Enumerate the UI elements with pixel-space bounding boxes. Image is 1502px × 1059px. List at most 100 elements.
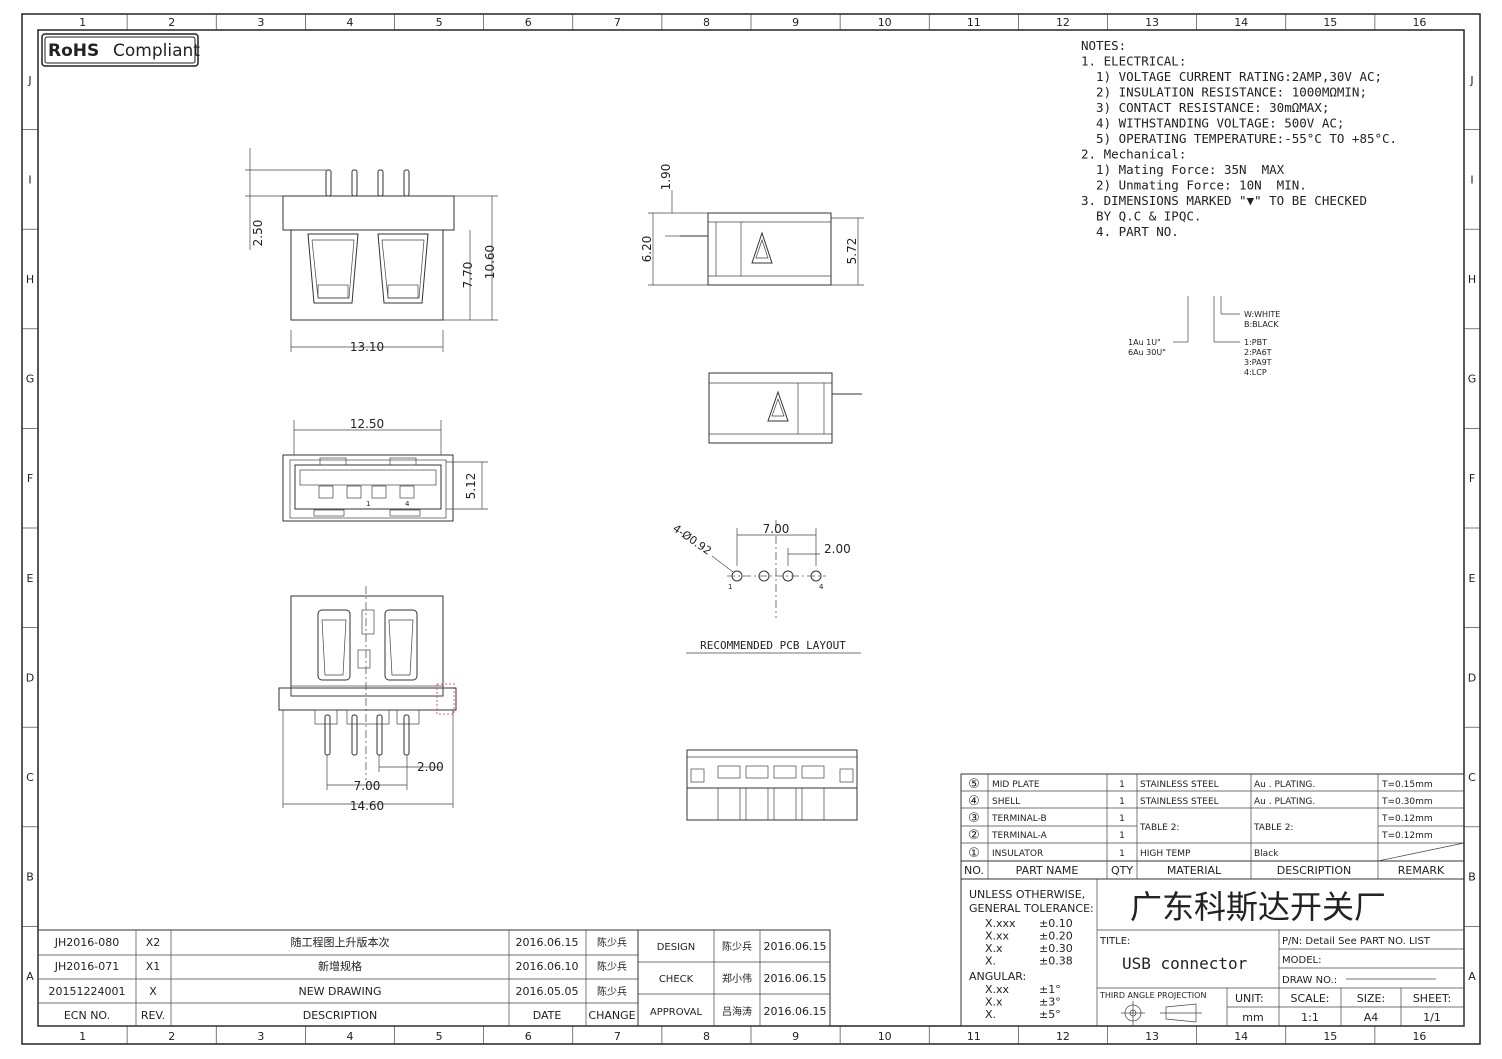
side-view-mirrored (708, 372, 862, 444)
frame-row-right: C (1468, 771, 1476, 784)
rohs-badge: RoHS Compliant (41, 33, 200, 67)
rev-date: 2016.06.10 (516, 960, 579, 973)
frame-col-top: 5 (436, 16, 443, 29)
rev-description: NEW DRAWING (298, 985, 381, 998)
frame-col-top: 15 (1323, 16, 1337, 29)
angular-value: ±1° (1039, 983, 1061, 996)
frame-col-bottom: 3 (257, 1030, 264, 1043)
approval-role: DESIGN (657, 942, 696, 953)
rev-rev: X1 (146, 960, 161, 973)
tolerance-angular: ANGULAR: (969, 970, 1026, 983)
frame-col-bottom: 8 (703, 1030, 710, 1043)
frame-row-left: A (26, 970, 34, 983)
title-value: USB connector (1122, 954, 1248, 973)
angular-key: X.x (985, 996, 1003, 1009)
bom-header-remark: REMARK (1398, 864, 1445, 877)
sheet-label: SHEET: (1413, 992, 1451, 1005)
frame-row-left: H (26, 273, 34, 286)
bom-material: HIGH TEMP (1140, 849, 1191, 859)
tolerance-value: ±0.38 (1039, 955, 1073, 968)
frame-col-top: 11 (967, 16, 981, 29)
rev-rev: X2 (146, 936, 161, 949)
frame-col-bottom: 12 (1056, 1030, 1070, 1043)
dim-2-00-top: 2.00 (417, 760, 444, 774)
rev-date: 2016.06.15 (516, 936, 579, 949)
approval-role: APPROVAL (650, 1007, 703, 1018)
pcb-dim-2-00: 2.00 (824, 542, 851, 556)
unit-label: UNIT: (1235, 992, 1264, 1005)
bom-qty: 1 (1119, 814, 1125, 824)
bom-qty: 1 (1119, 849, 1125, 859)
frame-col-bottom: 13 (1145, 1030, 1159, 1043)
tolerance-value: ±0.10 (1039, 917, 1073, 930)
angular-key: X. (985, 1008, 996, 1021)
frame-row-right: J (1469, 74, 1473, 87)
bom-header-qty: QTY (1111, 864, 1133, 877)
scale-label: SCALE: (1291, 992, 1330, 1005)
frame-col-bottom: 11 (967, 1030, 981, 1043)
dim-7-70: 7.70 (461, 262, 475, 289)
front-pin-4: 4 (405, 500, 410, 508)
frame-col-bottom: 10 (878, 1030, 892, 1043)
frame-row-right: H (1468, 273, 1476, 286)
top-view: 7.00 2.00 14.60 (278, 586, 457, 813)
bom-header-description: DESCRIPTION (1277, 864, 1351, 877)
frame-row-right: D (1468, 671, 1476, 684)
bom-table (960, 773, 1465, 880)
material-code-4: 4:LCP (1244, 368, 1267, 377)
frame-col-top: 7 (614, 16, 621, 29)
frame-col-bottom: 4 (346, 1030, 353, 1043)
bom-remark: T=0.12mm (1381, 814, 1433, 824)
dim-10-60: 10.60 (483, 245, 497, 279)
approval-role: CHECK (659, 974, 694, 985)
material-code-1: 1:PBT (1244, 338, 1267, 347)
drawno-label: DRAW NO.: (1282, 975, 1337, 986)
side-view: 1.90 6.20 5.72 (640, 164, 864, 286)
tolerance-key: X. (985, 955, 996, 968)
dim-1-90: 1.90 (659, 164, 673, 191)
pcb-hole-callout: 4-Ø0.92 (670, 522, 714, 558)
frame-col-bottom: 16 (1412, 1030, 1426, 1043)
tolerance-value: ±0.20 (1039, 930, 1073, 943)
frame-col-top: 4 (346, 16, 353, 29)
frame-row-left: F (27, 472, 33, 485)
rev-header-description: DESCRIPTION (303, 1009, 377, 1022)
rev-header-rev: REV. (141, 1009, 165, 1022)
bom-description: TABLE 2: (1253, 823, 1293, 833)
dim-2-50: 2.50 (251, 220, 265, 247)
frame-row-left: B (26, 871, 34, 884)
rev-description: 随工程图上升版本次 (291, 935, 390, 949)
bom-no: ③ (968, 811, 980, 826)
rear-view: 2.50 7.70 10.60 13.10 (245, 148, 498, 354)
rev-change: 陈少兵 (597, 936, 627, 949)
projection-label: THIRD ANGLE PROJECTION (1099, 991, 1206, 1000)
note-line: BY Q.C & IPQC. (1081, 209, 1201, 224)
bom-remark: T=0.30mm (1381, 797, 1433, 807)
frame-row-right: B (1468, 871, 1476, 884)
pcb-pin-4: 4 (819, 583, 824, 591)
approval-name: 陈少兵 (722, 940, 752, 953)
rev-rev: X (149, 985, 157, 998)
bom-remark: T=0.12mm (1381, 831, 1433, 841)
bom-name: SHELL (992, 797, 1020, 807)
frame-col-top: 2 (168, 16, 175, 29)
approval-date: 2016.06.15 (764, 972, 827, 985)
note-line: 1) VOLTAGE CURRENT RATING:2AMP,30V AC; (1081, 69, 1382, 84)
plating-code-1: 1Au 1U" (1128, 338, 1161, 347)
approval-name: 郑小伟 (722, 972, 752, 985)
bom-name: TERMINAL-A (991, 831, 1048, 841)
frame-row-left: D (26, 671, 34, 684)
note-line: NOTES: (1081, 38, 1126, 53)
dim-6-20: 6.20 (640, 236, 654, 263)
rev-date: 2016.05.05 (516, 985, 579, 998)
tolerance-key: X.x (985, 942, 1003, 955)
material-code-2: 2:PA6T (1244, 348, 1272, 357)
bom-no: ④ (968, 794, 980, 809)
frame-col-bottom: 2 (168, 1030, 175, 1043)
approval-name: 吕海涛 (722, 1005, 752, 1018)
frame-row-right: G (1468, 373, 1477, 386)
frame-col-bottom: 1 (79, 1030, 86, 1043)
frame-col-top: 1 (79, 16, 86, 29)
